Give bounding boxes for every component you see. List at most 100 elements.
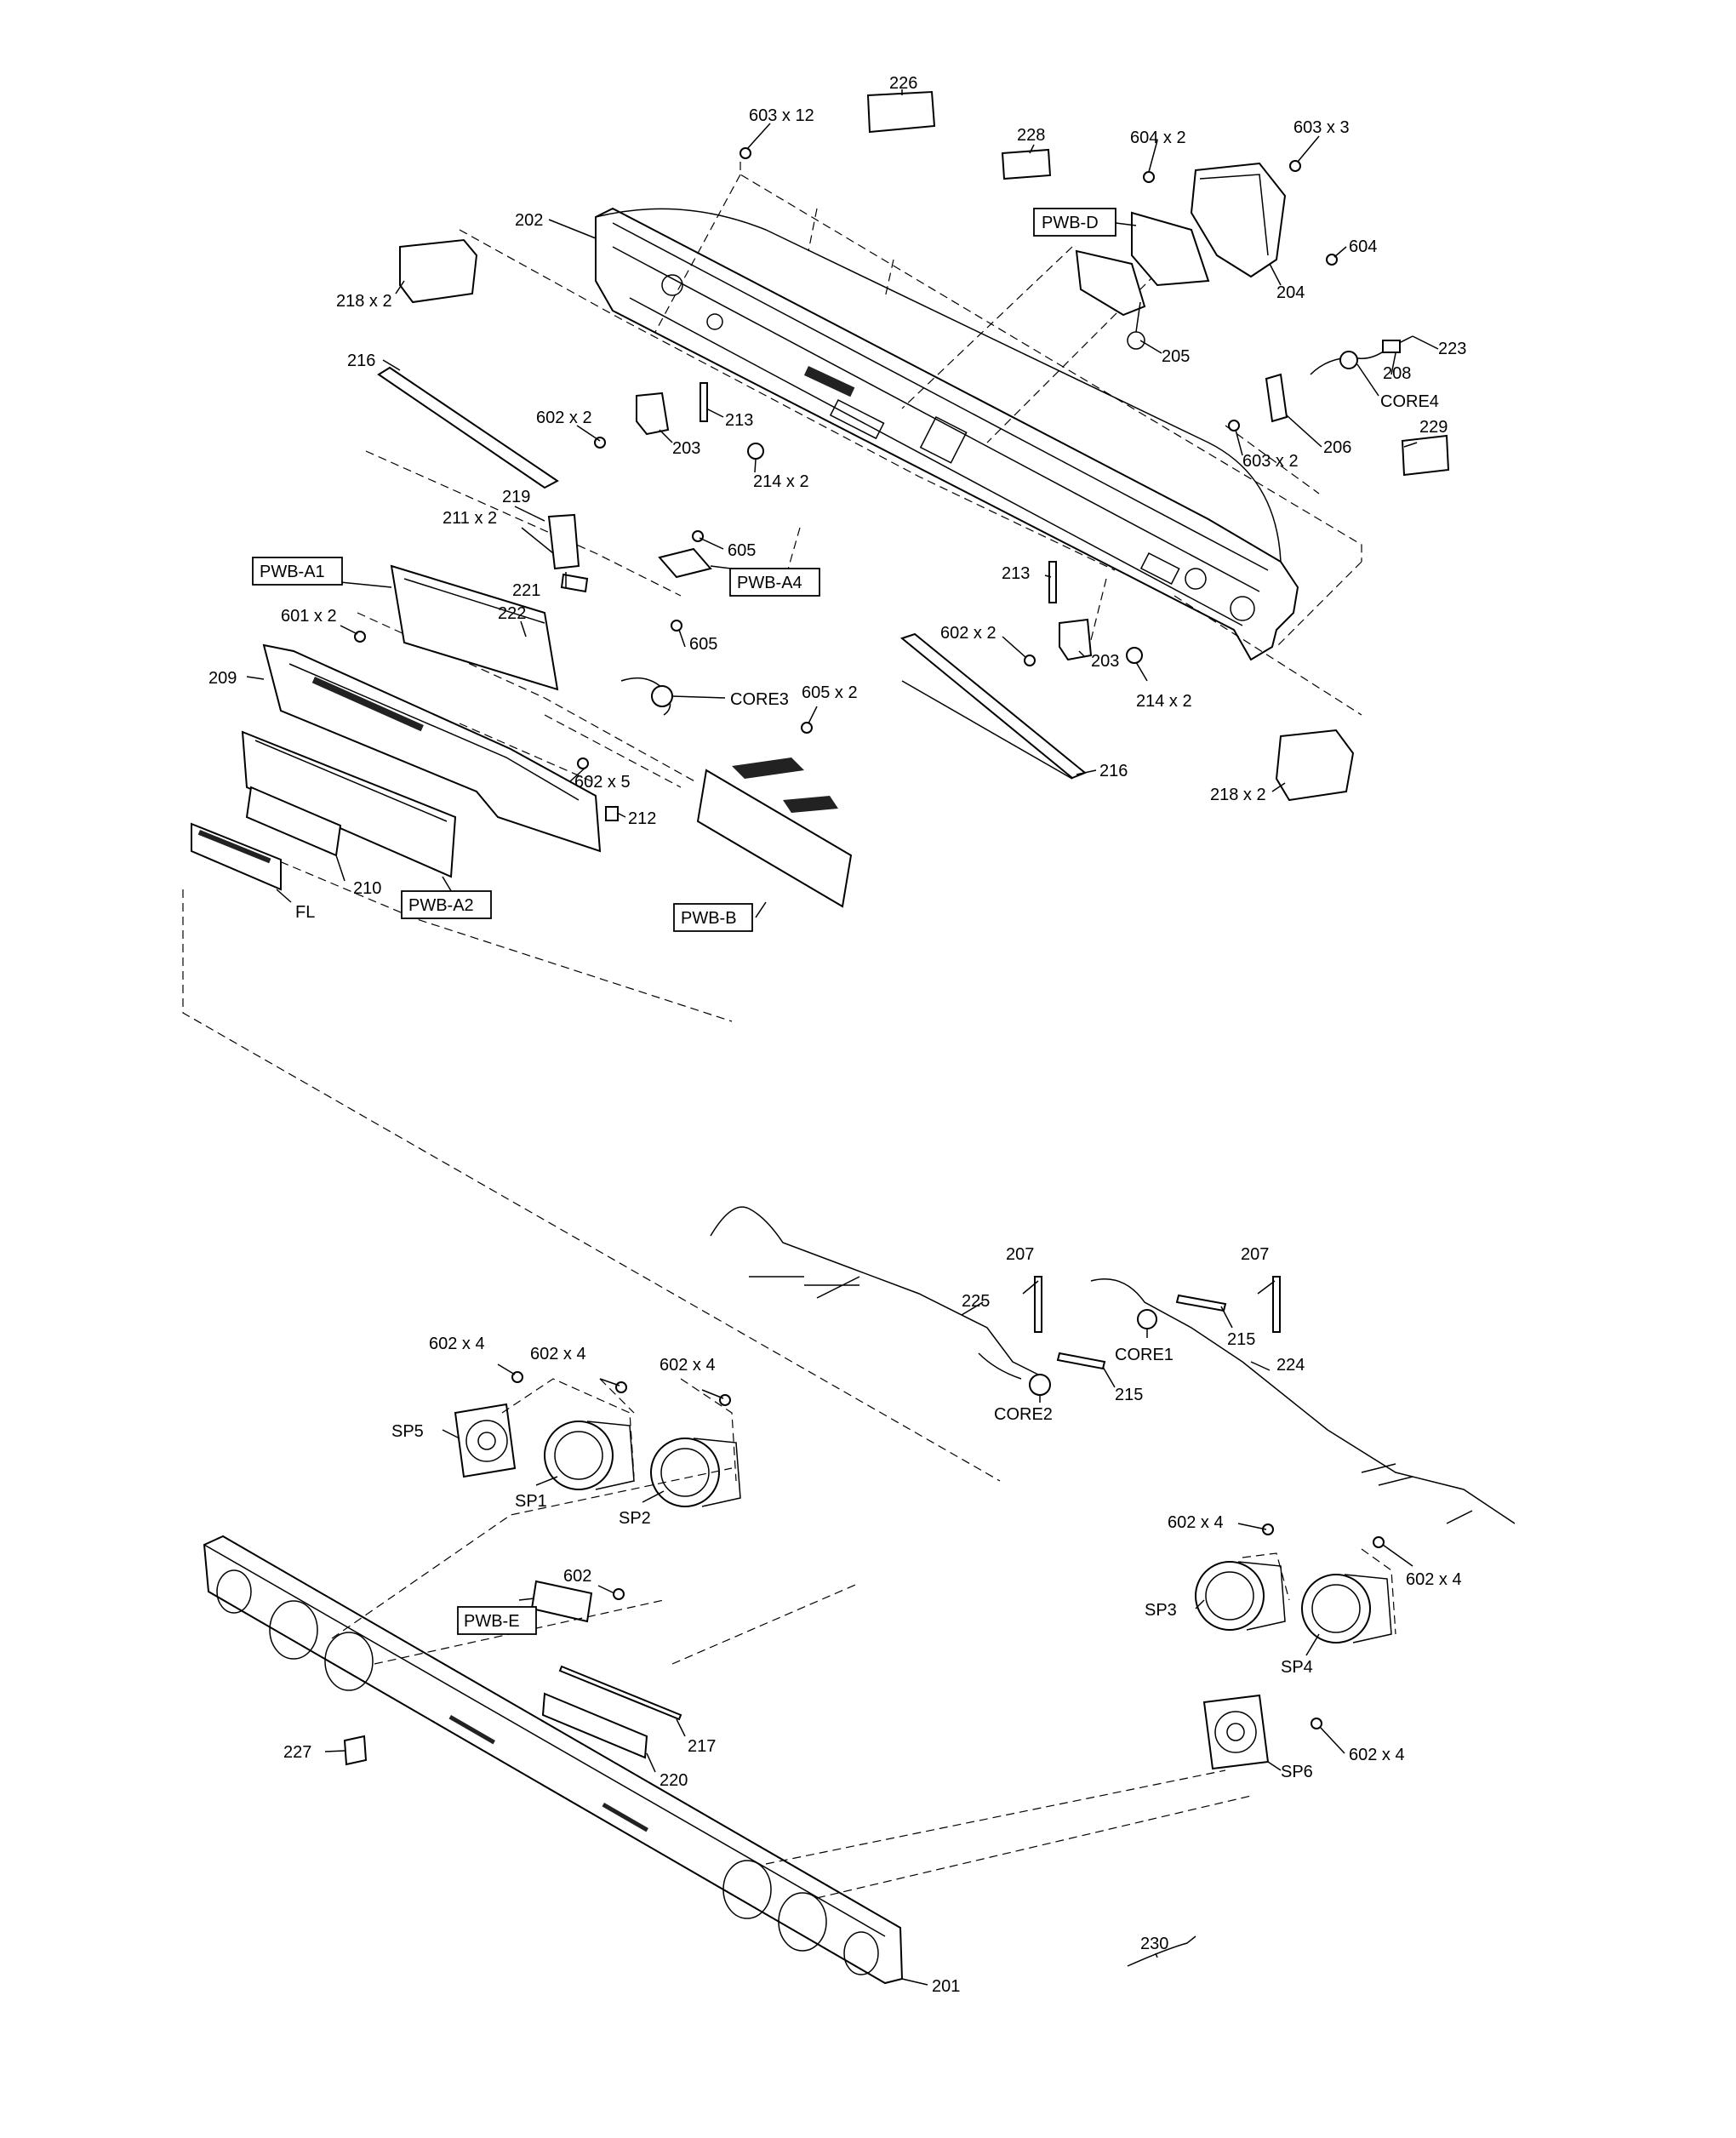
callout-202: 202 [515,211,543,230]
callout-220: 220 [660,1771,688,1790]
callout-228: 228 [1017,126,1045,145]
callout-605-top: 605 [728,541,756,560]
speaker-sp2 [650,1438,741,1507]
callout-sp3: SP3 [1145,1601,1177,1620]
boxed-labels: PWB-D PWB-A1 PWB-A4 PWB-A2 PWB-B PWB-E [252,208,1137,1635]
strip-217 [558,1665,682,1721]
callout-core4: CORE4 [1380,392,1439,411]
board-pwb-a4 [658,547,712,579]
pwb-d-assembly [1075,162,1287,350]
callout-223: 223 [1438,340,1466,358]
callout-sp4: SP4 [1281,1658,1313,1677]
callout-224: 224 [1276,1356,1305,1375]
callout-222: 222 [498,604,526,623]
label-227 [343,1735,368,1766]
callout-602x2-right: 602 x 2 [940,624,996,643]
callout-207-left: 207 [1006,1245,1034,1264]
callout-218x2-top: 218 x 2 [336,292,392,311]
clip-203-top [636,392,670,436]
callout-602x4-f: 602 x 4 [1349,1746,1405,1764]
foam-pad-218-top [399,238,478,304]
foot-214-top [747,443,764,460]
board-pwb-e [530,1580,593,1623]
callout-219: 219 [502,488,530,506]
board-pwb-a2 [241,730,457,878]
core4-cable [1310,335,1413,375]
callout-labels: 226 603 x 12 228 604 x 2 603 x 3 202 604… [208,74,1466,1996]
cable-230 [1127,1935,1196,1967]
callout-201: 201 [932,1977,960,1996]
speaker-sp4 [1301,1548,1396,1644]
label-pwb-b: PWB-B [681,909,737,928]
callout-203-top: 203 [672,439,700,458]
callout-605-bottom: 605 [689,635,717,654]
callout-602x4-b: 602 x 4 [530,1345,586,1363]
callout-sp6: SP6 [1281,1763,1313,1781]
callout-215-right: 215 [1227,1330,1255,1349]
callout-603x12: 603 x 12 [749,106,814,125]
tie-207-left [1034,1276,1042,1333]
core3-cable [620,677,673,716]
callout-602x4-c: 602 x 4 [660,1356,716,1375]
callout-sp2: SP2 [619,1509,651,1528]
callout-sp5: SP5 [391,1422,424,1441]
callout-212: 212 [628,809,656,828]
callout-604x2: 604 x 2 [1130,129,1186,147]
bracket-206 [1265,373,1288,423]
speaker-sp3 [1195,1552,1290,1631]
callout-sp1: SP1 [515,1492,547,1511]
callout-213-right: 213 [1002,564,1030,583]
callout-604: 604 [1349,237,1377,256]
speaker-sp5 [454,1403,517,1478]
front-grille-201 [203,1467,1252,1985]
label-pwb-a4: PWB-A4 [737,574,802,592]
label-pwb-d: PWB-D [1042,214,1099,232]
callout-core3: CORE3 [730,690,789,709]
callout-602x4-e: 602 x 4 [1406,1570,1462,1589]
board-pwb-a1 [390,564,559,691]
callout-211x2: 211 x 2 [443,509,497,528]
callout-204: 204 [1276,283,1305,302]
label-226 [866,90,936,134]
callout-210: 210 [353,879,381,898]
label-pwb-a1: PWB-A1 [260,563,325,581]
speaker-sp6 [1202,1694,1270,1770]
callout-221: 221 [512,581,540,600]
callout-602: 602 [563,1567,591,1586]
connector-219 [547,513,589,593]
callout-207-right: 207 [1241,1245,1269,1264]
speaker-sp1 [544,1421,635,1490]
gasket-216-bottom [899,632,1087,780]
harness-224 [1090,1278,1516,1524]
callout-216-top: 216 [347,352,375,370]
callout-213-top: 213 [725,411,753,430]
leader-lines [246,89,1439,1986]
callout-215-left: 215 [1115,1386,1143,1404]
callout-205: 205 [1162,347,1190,366]
callout-203-right: 203 [1091,652,1119,671]
callout-602x4-a: 602 x 4 [429,1335,485,1353]
callout-209: 209 [208,669,237,688]
foot-214-right [1126,647,1143,664]
callout-216-bottom: 216 [1099,762,1128,780]
label-229 [1401,434,1450,477]
rod-213-right [1048,561,1057,603]
window-220 [541,1692,648,1759]
callout-206: 206 [1323,438,1351,457]
callout-214x2-top: 214 x 2 [753,472,809,491]
callout-229: 229 [1419,418,1448,437]
callout-605x2: 605 x 2 [802,683,858,702]
label-215-right [1175,1294,1227,1312]
label-215-left [1056,1352,1106,1370]
screws-upper [354,147,1338,769]
callout-214x2-right: 214 x 2 [1136,692,1192,711]
callout-227: 227 [283,1743,311,1762]
callout-218x2-bottom: 218 x 2 [1210,786,1266,804]
callout-217: 217 [688,1737,716,1756]
label-pwb-e: PWB-E [464,1612,520,1631]
rear-cabinet-202 [595,207,1299,661]
screws-lower [511,1371,1385,1729]
gasket-216-top [377,366,559,489]
callout-602x5: 602 x 5 [574,773,631,792]
rod-213-top [700,382,708,422]
